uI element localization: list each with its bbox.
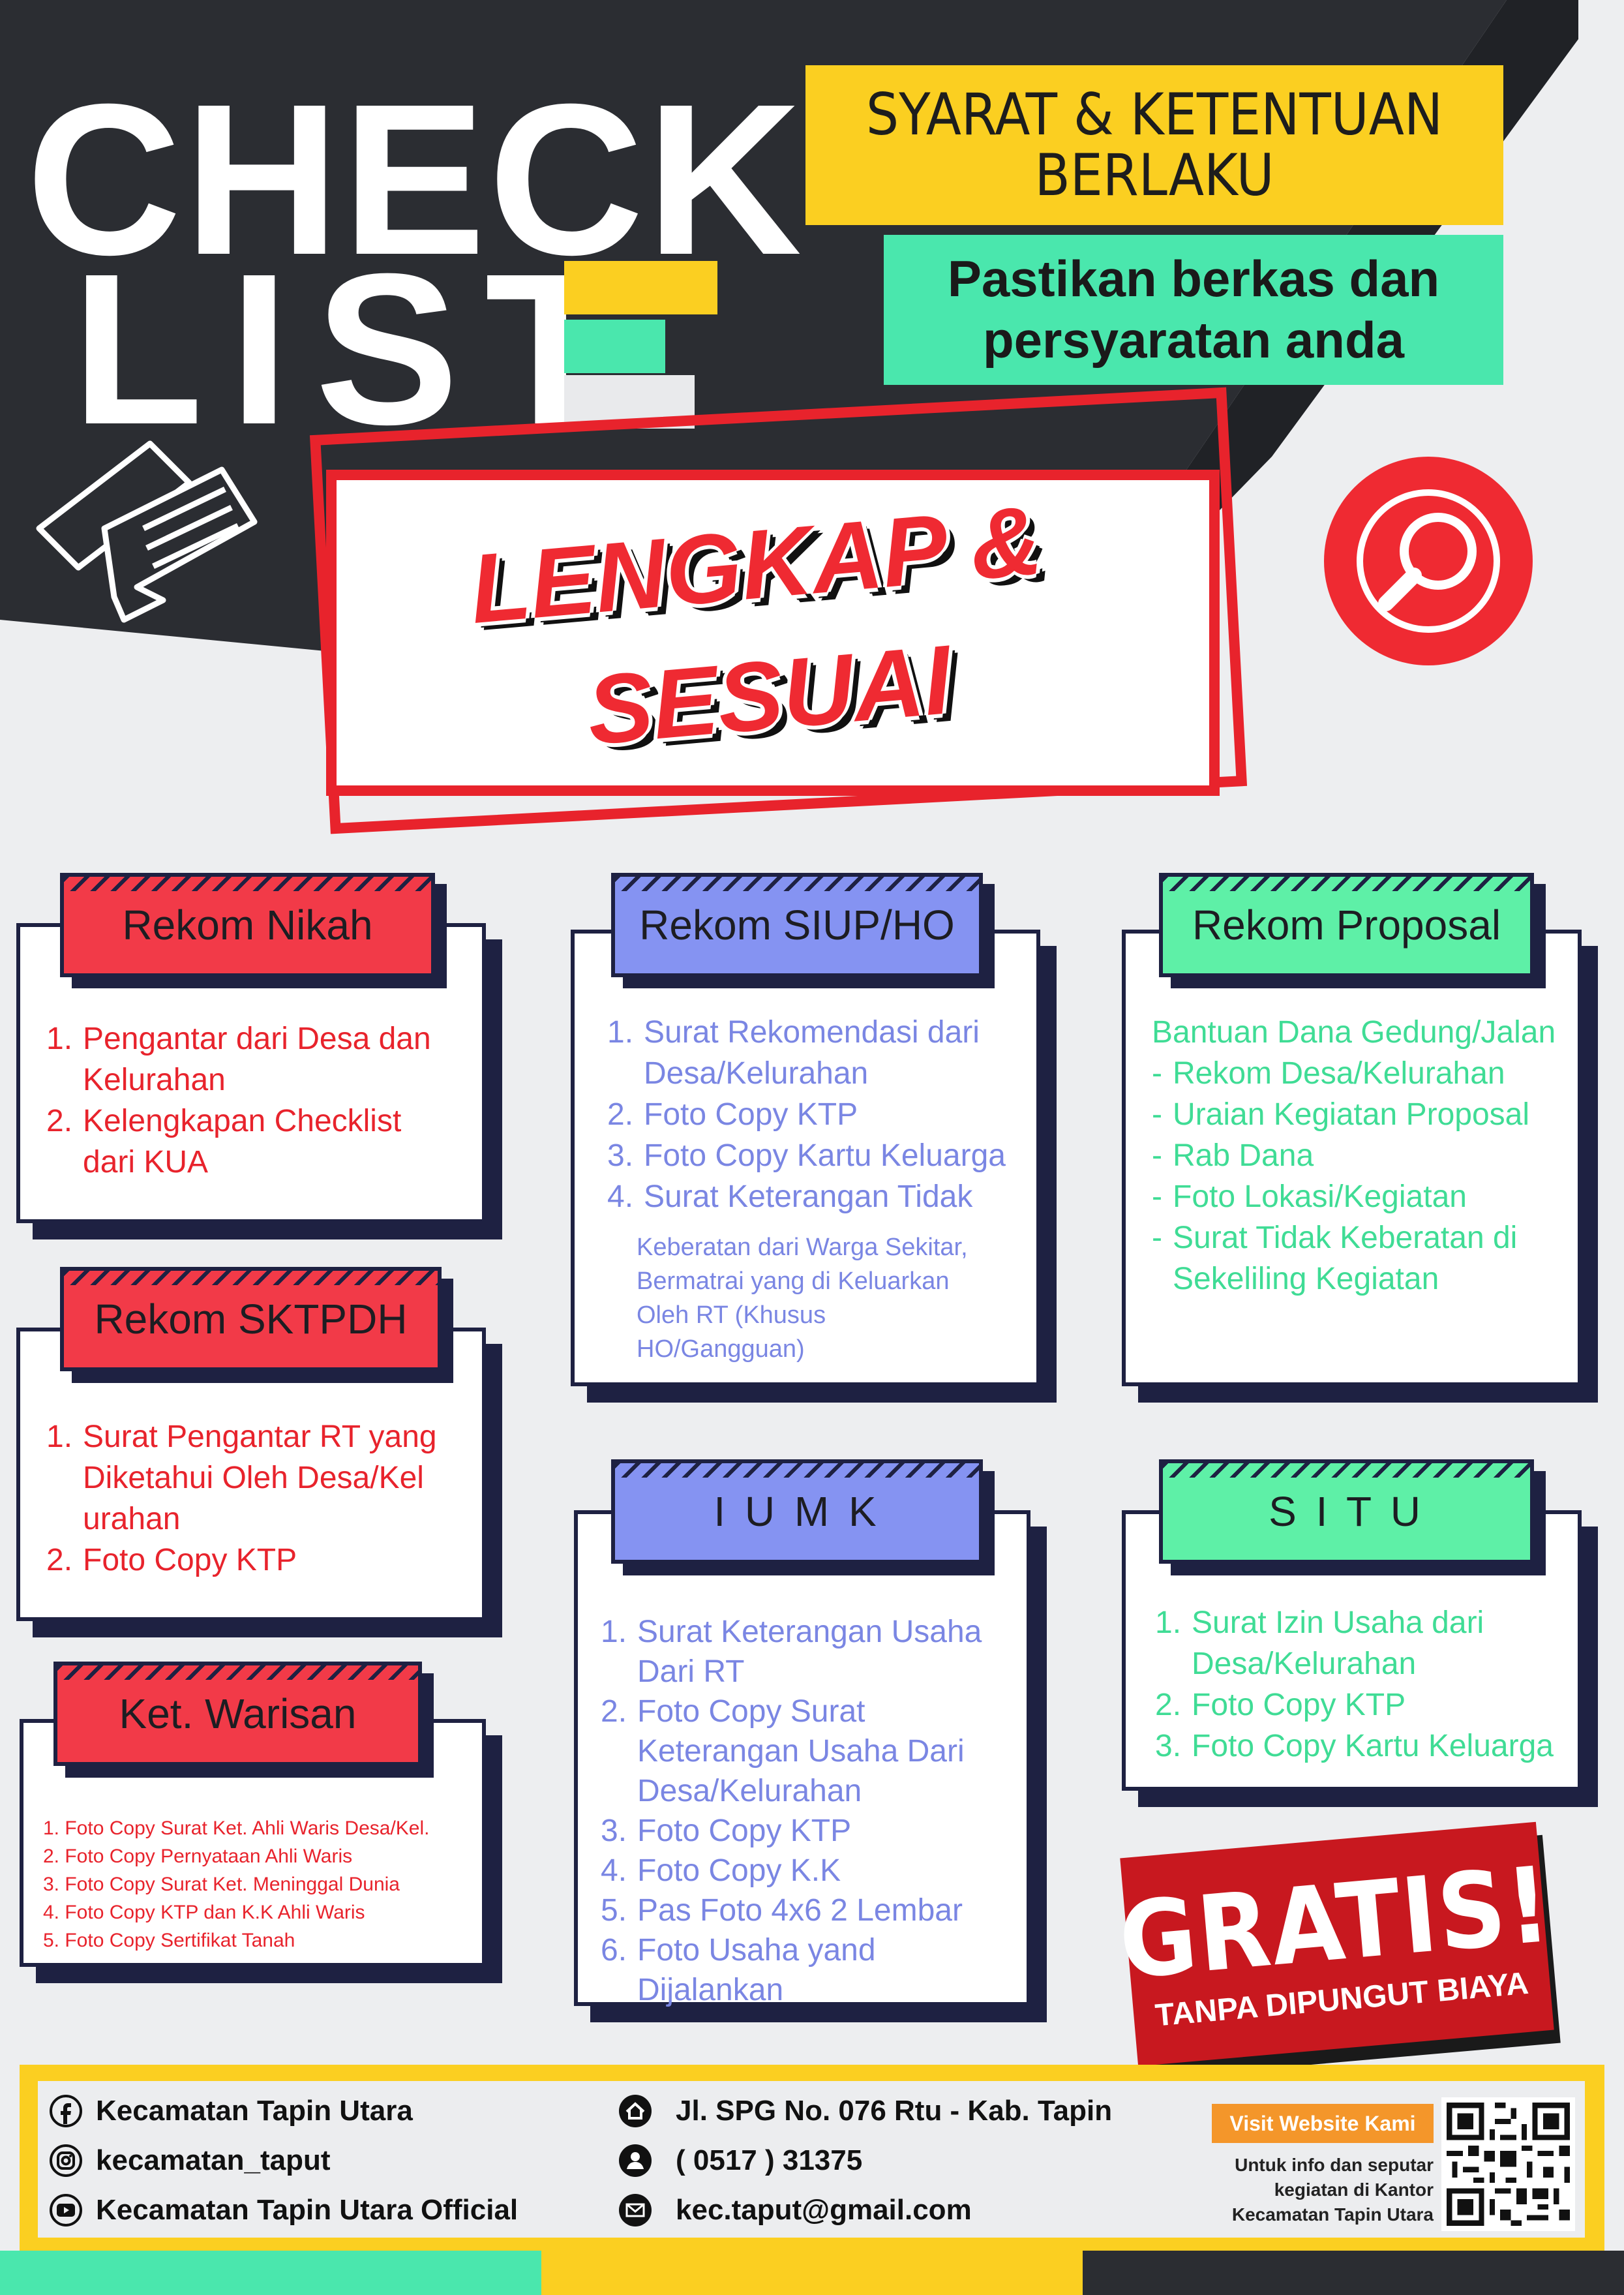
- iumk-title: I U M K: [714, 1488, 880, 1535]
- situ-list: 1.Surat Izin Usaha dari Desa/Kelurahan 2…: [1155, 1602, 1572, 1767]
- title-list: LIST: [72, 228, 642, 469]
- list-item: -Surat Tidak Keberatan di Sekeliling Keg…: [1152, 1221, 1518, 1296]
- terms-line-2: BERLAKU: [1034, 141, 1274, 209]
- list-item: 2.Foto Copy KTP: [1155, 1688, 1406, 1722]
- list-item: 1.Surat Rekomendasi dari Desa/Kelurahan: [607, 1015, 980, 1091]
- gratis-banner: GRATIS! TANPA DIPUNGUT BIAYA: [1115, 1821, 1556, 2067]
- email-text: kec.taput@gmail.com: [676, 2194, 972, 2226]
- card-iumk: 1.Surat Keterangan Usaha Dari RT 2.Foto …: [574, 1510, 1030, 2007]
- qr-code-icon[interactable]: [1441, 2097, 1575, 2231]
- list-item: 6.Foto Usaha yand Dijalankan: [601, 1933, 876, 2007]
- list-item: 2.Kelengkapan Checklist dari KUA: [46, 1104, 402, 1179]
- terms-line-1: SYARAT & KETENTUAN: [865, 81, 1443, 149]
- deco-bar-green: [564, 320, 665, 373]
- reminder-line-1: Pastikan berkas dan: [947, 250, 1440, 308]
- card-rekom-siup: 1.Surat Rekomendasi dari Desa/Kelurahan …: [571, 930, 1040, 1386]
- visit-website-button[interactable]: Visit Website Kami: [1212, 2104, 1434, 2143]
- rekom-siup-list: 1.Surat Rekomendasi dari Desa/Kelurahan …: [607, 1012, 1031, 1217]
- rekom-siup-note: Keberatan dari Warga Sekitar, Bermatrai …: [637, 1234, 968, 1363]
- list-item: 3.Foto Copy Kartu Keluarga: [607, 1138, 1006, 1173]
- iumk-list: 1.Surat Keterangan Usaha Dari RT 2.Foto …: [601, 1612, 1025, 2010]
- title-check: CHECK: [26, 59, 805, 299]
- list-item: 4.Surat Keterangan Tidak: [607, 1179, 973, 1214]
- reminder-line-2: persyaratan anda: [983, 311, 1404, 369]
- rekom-siup-title: Rekom SIUP/HO: [639, 902, 955, 949]
- tab-situ: S I T U: [1159, 1459, 1534, 1564]
- list-item: 2.Foto Copy KTP: [607, 1097, 858, 1132]
- website-info-line-2: kegiatan di Kantor: [1274, 2180, 1434, 2200]
- list-item: 3.Foto Copy KTP: [601, 1814, 852, 1848]
- facebook-label: Kecamatan Tapin Utara: [96, 2095, 413, 2127]
- card-rekom-proposal: Bantuan Dana Gedung/Jalan -Rekom Desa/Ke…: [1122, 930, 1582, 1386]
- terms-banner: SYARAT & KETENTUAN BERLAKU: [805, 65, 1503, 225]
- list-item: 1.Pengantar dari Desa dan Kelurahan: [46, 1022, 431, 1097]
- list-item: 2.Foto Copy Surat Keterangan Usaha Dari …: [601, 1694, 965, 1808]
- youtube-label: Kecamatan Tapin Utara Official: [96, 2194, 519, 2226]
- list-item: 1.Surat Keterangan Usaha Dari RT: [601, 1615, 982, 1689]
- facebook-row[interactable]: Kecamatan Tapin Utara: [49, 2091, 518, 2131]
- magnifier-icon: [1357, 489, 1500, 633]
- user-icon: [619, 2144, 652, 2177]
- ket-warisan-title: Ket. Warisan: [119, 1690, 357, 1737]
- tab-rekom-siup: Rekom SIUP/HO: [611, 873, 983, 977]
- tab-rekom-proposal: Rekom Proposal: [1159, 873, 1534, 977]
- list-item: -Foto Lokasi/Kegiatan: [1152, 1179, 1467, 1214]
- facebook-icon: [50, 2095, 82, 2127]
- stamp-frame: [326, 470, 1220, 796]
- bottom-color-strip: [0, 2251, 1624, 2295]
- list-item: 1. Foto Copy Surat Ket. Ahli Waris Desa/…: [43, 1817, 430, 1839]
- rekom-proposal-title: Rekom Proposal: [1192, 902, 1501, 949]
- list-item: -Rekom Desa/Kelurahan: [1152, 1056, 1505, 1091]
- rekom-sktpdh-title: Rekom SKTPDH: [94, 1296, 408, 1343]
- rekom-nikah-title: Rekom Nikah: [122, 902, 373, 949]
- instagram-icon: [50, 2144, 82, 2177]
- email-row[interactable]: kec.taput@gmail.com: [618, 2190, 1112, 2230]
- list-item: 1.Surat Izin Usaha dari Desa/Kelurahan: [1155, 1605, 1484, 1681]
- rekom-nikah-list: 1.Pengantar dari Desa dan Kelurahan 2.Ke…: [46, 1018, 464, 1183]
- list-item: -Rab Dana: [1152, 1138, 1314, 1173]
- instagram-row[interactable]: kecamatan_taput: [49, 2140, 518, 2181]
- phone-text: ( 0517 ) 31375: [676, 2144, 863, 2176]
- social-links: Kecamatan Tapin Utara kecamatan_taput Ke…: [49, 2091, 518, 2230]
- strip-yellow: [541, 2251, 1083, 2295]
- youtube-icon: [50, 2194, 82, 2227]
- website-info-line-1: Untuk info dan seputar: [1235, 2155, 1434, 2175]
- tab-iumk: I U M K: [611, 1459, 983, 1564]
- list-item: 2.Foto Copy KTP: [46, 1543, 297, 1577]
- rekom-sktpdh-list: 1.Surat Pengantar RT yang Diketahui Oleh…: [46, 1416, 470, 1581]
- address-row: Jl. SPG No. 076 Rtu - Kab. Tapin: [618, 2091, 1112, 2131]
- website-info-line-3: Kecamatan Tapin Utara: [1231, 2204, 1434, 2225]
- magnifier-badge: [1324, 457, 1533, 665]
- list-item: 5.Pas Foto 4x6 2 Lembar: [601, 1893, 963, 1928]
- list-item: 2. Foto Copy Pernyataan Ahli Waris: [43, 1846, 353, 1867]
- list-item: 4. Foto Copy KTP dan K.K Ahli Waris: [43, 1902, 365, 1923]
- instagram-label: kecamatan_taput: [96, 2144, 331, 2176]
- phone-row: ( 0517 ) 31375: [618, 2140, 1112, 2181]
- website-info: Untuk info dan seputar kegiatan di Kanto…: [1212, 2153, 1434, 2227]
- strip-mint: [0, 2251, 541, 2295]
- tab-rekom-sktpdh: Rekom SKTPDH: [60, 1267, 442, 1371]
- home-icon: [619, 2095, 652, 2127]
- deco-bar-white: [564, 375, 695, 429]
- reminder-banner: Pastikan berkas dan persyaratan anda: [884, 235, 1503, 385]
- list-item: 3. Foto Copy Surat Ket. Meninggal Dunia: [43, 1874, 400, 1895]
- rekom-proposal-intro: Bantuan Dana Gedung/Jalan: [1152, 1015, 1556, 1050]
- address-text: Jl. SPG No. 076 Rtu - Kab. Tapin: [676, 2095, 1113, 2127]
- tab-rekom-nikah: Rekom Nikah: [60, 873, 435, 977]
- mail-icon: [619, 2194, 652, 2227]
- situ-title: S I T U: [1269, 1488, 1424, 1535]
- ket-warisan-list: 1. Foto Copy Surat Ket. Ahli Waris Desa/…: [43, 1814, 480, 1954]
- chat-bubbles-icon: [36, 440, 258, 623]
- list-item: -Uraian Kegiatan Proposal: [1152, 1097, 1530, 1132]
- youtube-row[interactable]: Kecamatan Tapin Utara Official: [49, 2190, 518, 2230]
- tab-ket-warisan: Ket. Warisan: [53, 1662, 422, 1766]
- list-item: 3.Foto Copy Kartu Keluarga: [1155, 1729, 1554, 1763]
- rekom-proposal-list: -Rekom Desa/Kelurahan -Uraian Kegiatan P…: [1152, 1053, 1569, 1299]
- contact-info: Jl. SPG No. 076 Rtu - Kab. Tapin ( 0517 …: [618, 2091, 1112, 2230]
- strip-dark: [1083, 2251, 1624, 2295]
- list-item: 5. Foto Copy Sertifikat Tanah: [43, 1930, 295, 1951]
- list-item: 1.Surat Pengantar RT yang Diketahui Oleh…: [46, 1420, 437, 1536]
- deco-bar-yellow: [564, 261, 717, 314]
- list-item: 4.Foto Copy K.K: [601, 1853, 841, 1888]
